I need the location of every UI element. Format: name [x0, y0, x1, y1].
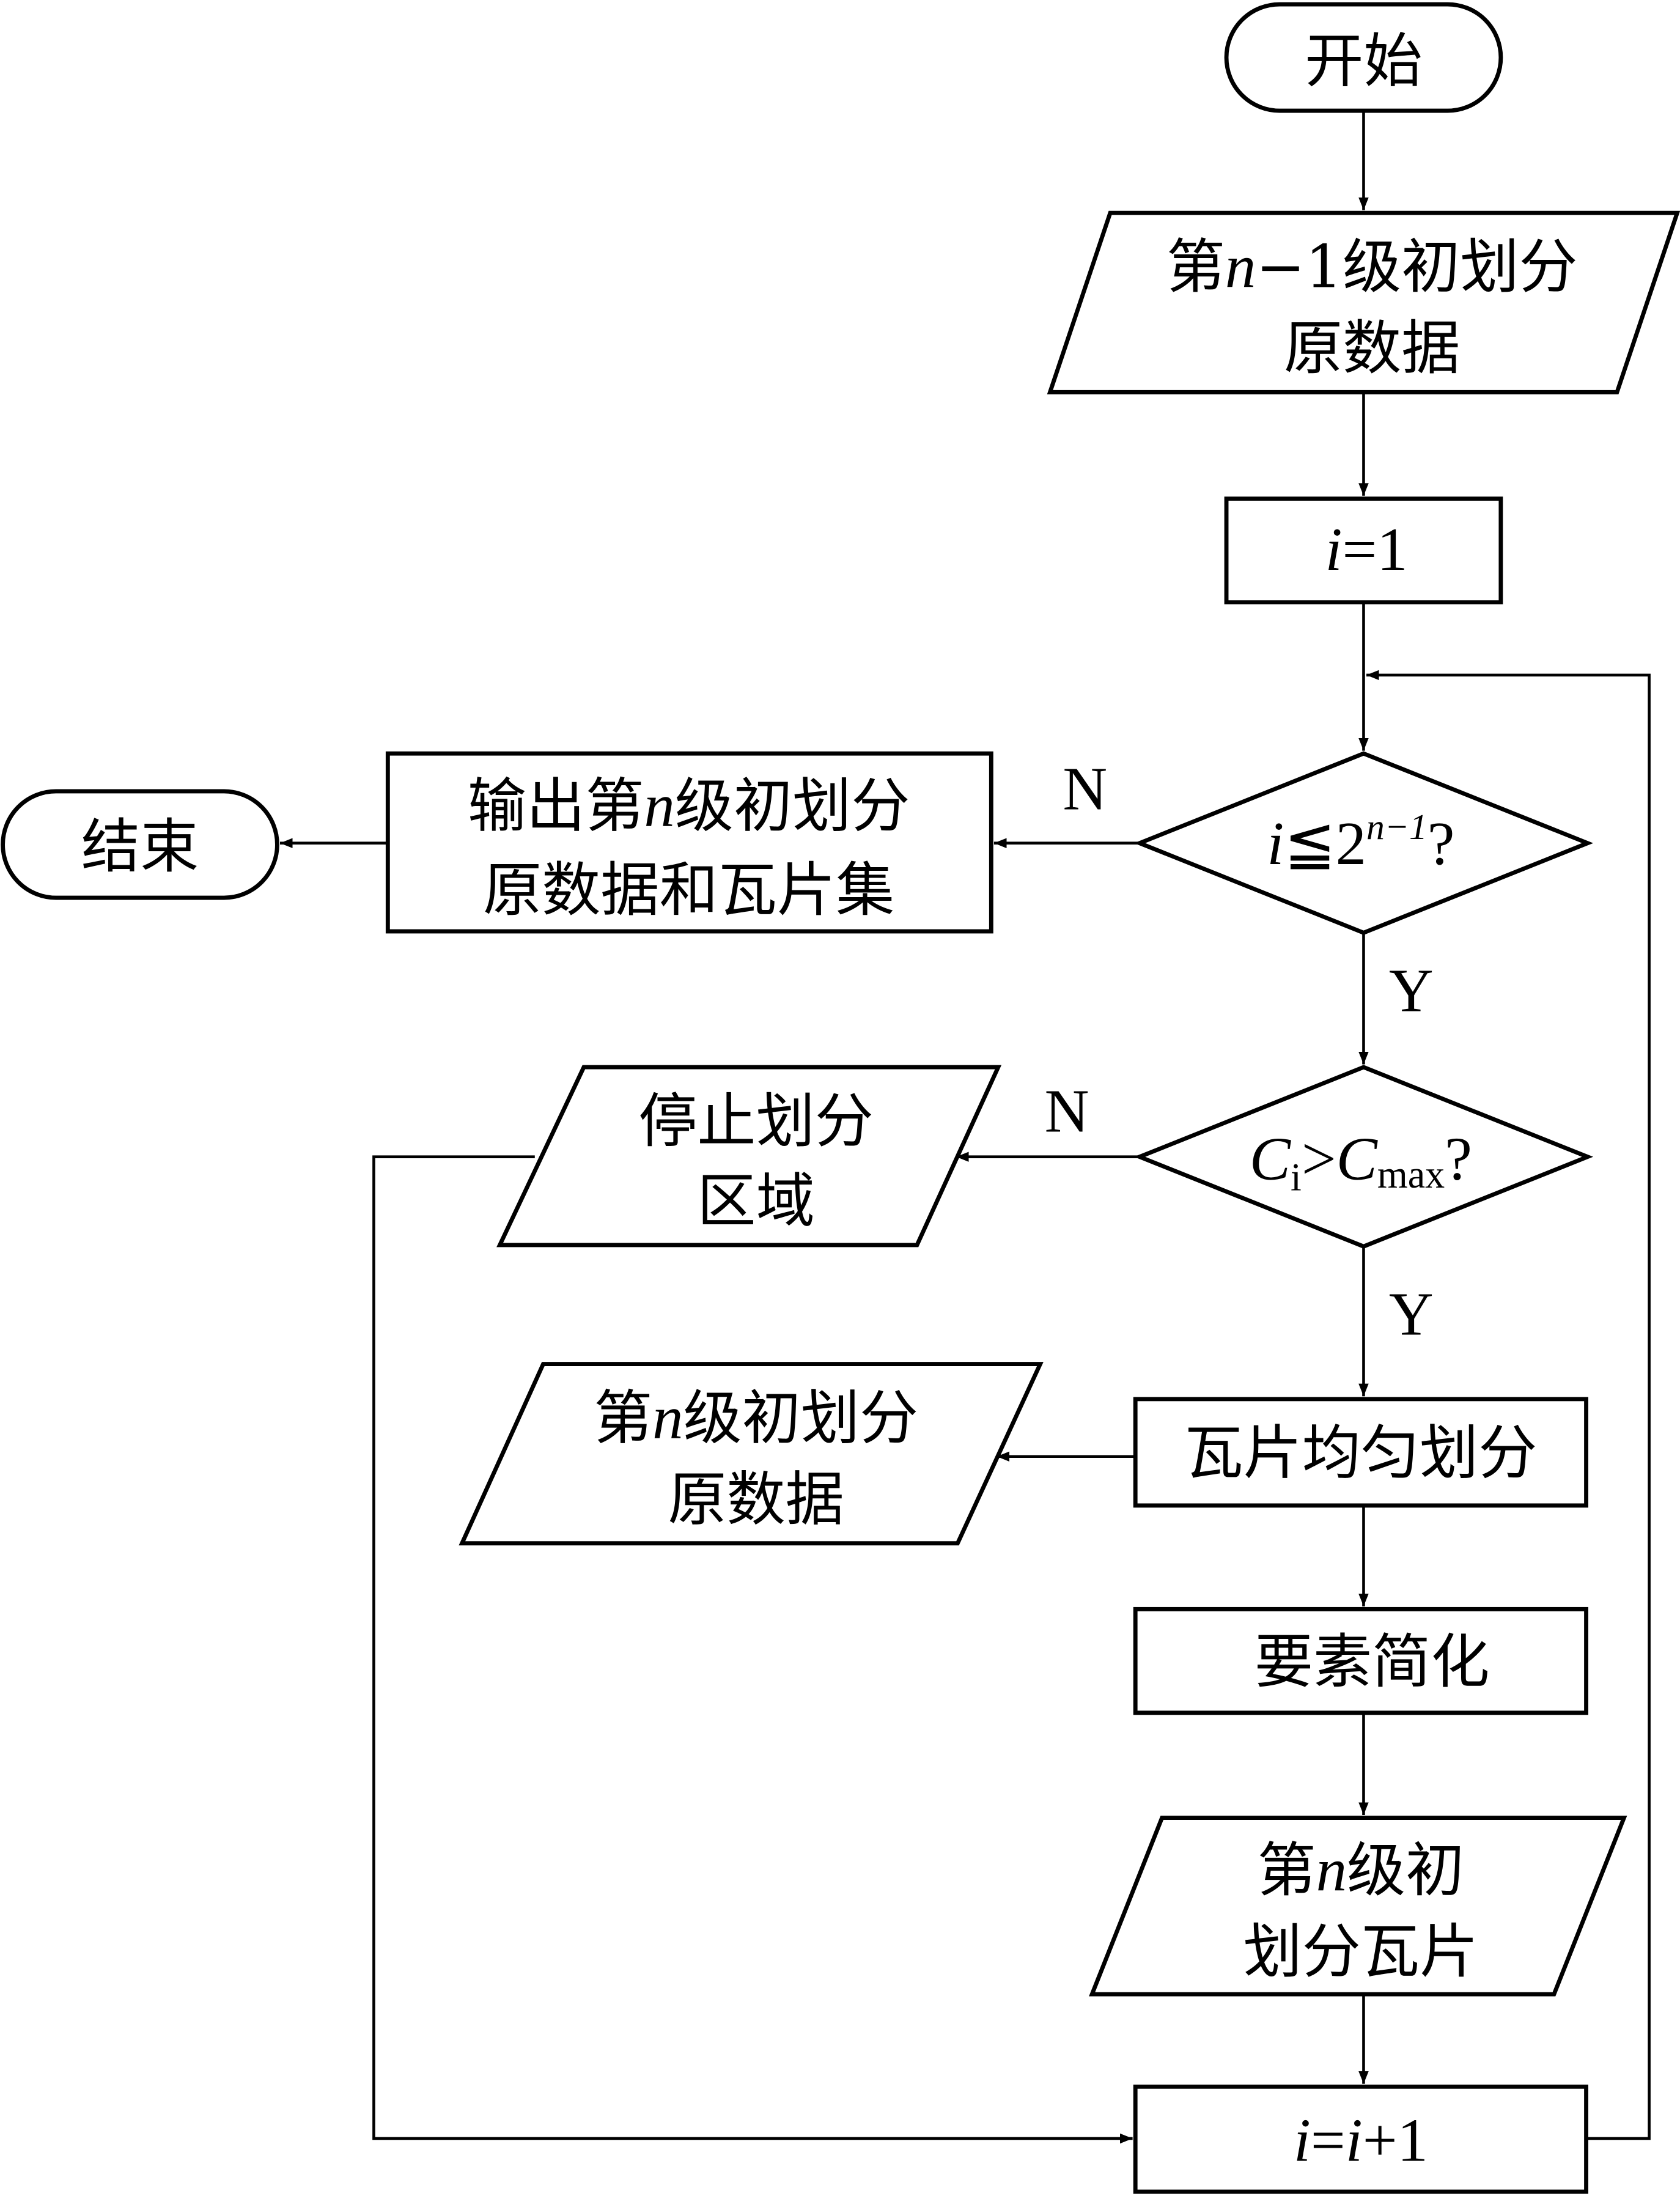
cap-no-label: N	[1045, 1076, 1089, 1145]
tiles-n-line1: 第n级初	[1257, 1836, 1464, 1905]
input-prev-line2: 原数据	[1284, 314, 1461, 382]
output-line1: 输出第n级初划分	[468, 771, 910, 840]
data-n-line1: 第n级初划分	[594, 1383, 918, 1452]
loop-decision: i≦2n−1?	[1133, 751, 1594, 935]
edge-increment-to-loop	[1366, 670, 1651, 2140]
cap-yes-label: Y	[1389, 1280, 1434, 1348]
edge-stop-to-increment	[372, 1155, 1133, 2144]
output-line2: 原数据和瓦片集	[483, 856, 894, 925]
loop-yes-label: Y	[1389, 956, 1434, 1025]
end-terminator: 结束	[1, 789, 279, 900]
stop-division: 停止划分 区域	[496, 1065, 1002, 1248]
stop-line1: 停止划分	[638, 1087, 874, 1155]
simplify-label: 要素简化	[1254, 1627, 1490, 1696]
simplify-process: 要素简化	[1133, 1606, 1589, 1715]
output-process: 输出第n级初划分 原数据和瓦片集	[385, 751, 993, 934]
increment-label: i=i+1	[1294, 2106, 1428, 2175]
split-process: 瓦片均匀划分	[1133, 1397, 1589, 1508]
init-i-label: i=1	[1325, 515, 1407, 583]
loop-decision-label: i≦2n−1?	[1267, 807, 1454, 878]
data-n-line2: 原数据	[668, 1465, 844, 1534]
init-i-process: i=1	[1224, 496, 1503, 605]
start-terminator: 开始	[1224, 2, 1503, 113]
input-prev-line1: 第n−1级初划分	[1166, 232, 1578, 301]
start-label: 开始	[1305, 27, 1422, 95]
capacity-decision-label: Ci>Cmax?	[1250, 1124, 1472, 1199]
split-label: 瓦片均匀划分	[1184, 1419, 1537, 1487]
increment-process: i=i+1	[1133, 2084, 1589, 2194]
tiles-n-output: 第n级初 划分瓦片	[1089, 1816, 1627, 1997]
stop-line2: 区域	[697, 1167, 814, 1235]
tiles-n-line2: 划分瓦片	[1243, 1917, 1479, 1986]
capacity-decision: Ci>Cmax?	[1133, 1065, 1594, 1249]
end-label: 结束	[81, 813, 199, 881]
loop-no-label: N	[1063, 755, 1107, 823]
input-prev-data: 第n−1级初划分 原数据	[1047, 210, 1680, 394]
data-n-output: 第n级初划分 原数据	[459, 1362, 1044, 1546]
